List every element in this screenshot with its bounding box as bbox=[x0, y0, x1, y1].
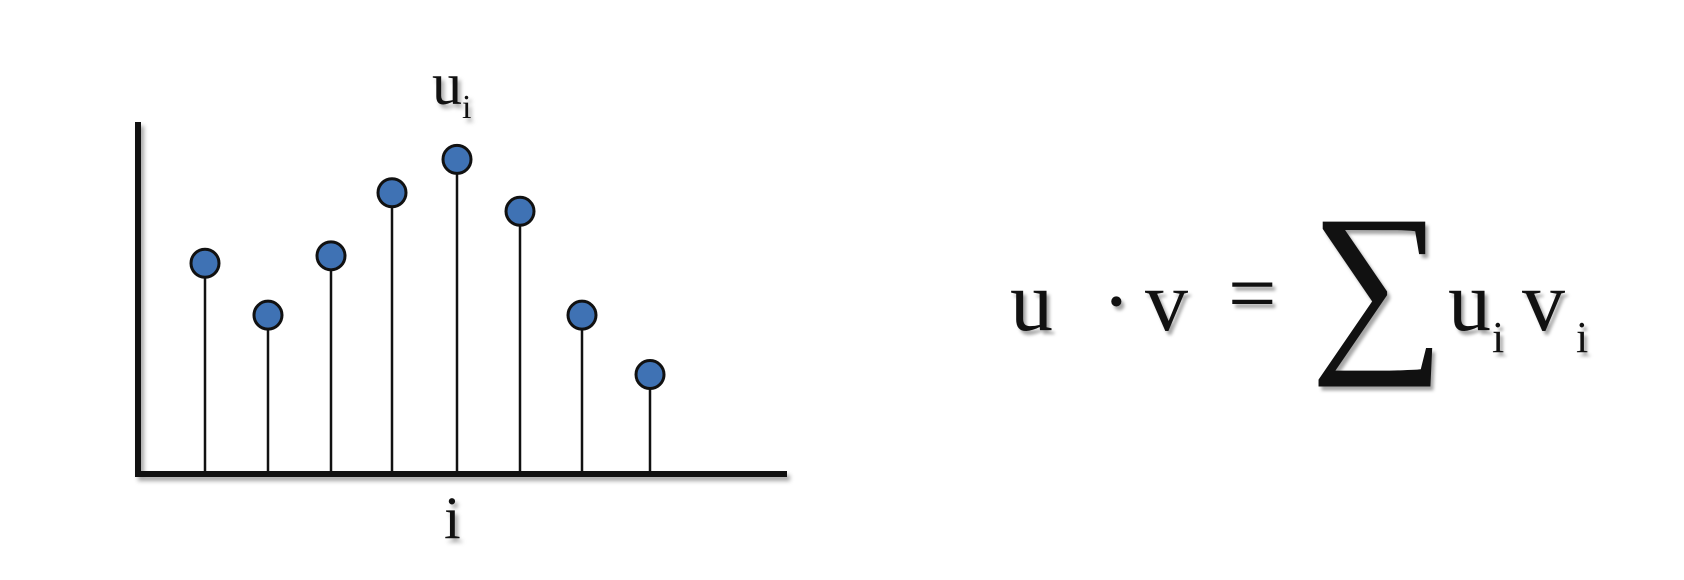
stem-plot-axes bbox=[135, 122, 787, 477]
equation-subscript-u: i bbox=[1492, 313, 1505, 362]
y-axis-label-main: u bbox=[432, 51, 462, 117]
sigma-icon: ∑ bbox=[1310, 178, 1446, 388]
y-axis-label-subscript: i bbox=[462, 89, 471, 126]
stem-marker bbox=[376, 177, 408, 209]
stem-marker bbox=[252, 299, 284, 331]
stem-marker bbox=[441, 143, 473, 175]
dot-product-equation: u · v = ∑ u i v i bbox=[1010, 180, 1670, 420]
stem-marker bbox=[634, 359, 666, 391]
stem-marker bbox=[504, 195, 536, 227]
equation-equals: = bbox=[1228, 245, 1277, 341]
equation-lhs-v: v bbox=[1145, 253, 1188, 349]
equation-lhs-u: u bbox=[1010, 253, 1053, 349]
stem-marker bbox=[566, 299, 598, 331]
stem-marker bbox=[189, 247, 221, 279]
y-axis-label: ui bbox=[432, 51, 471, 126]
equation-subscript-v: i bbox=[1576, 313, 1589, 362]
stem-plot: ui i bbox=[135, 51, 787, 551]
stem-marker bbox=[315, 240, 347, 272]
x-axis-label: i bbox=[444, 485, 461, 551]
equation-term-v: v bbox=[1522, 253, 1565, 349]
equation-dot: · bbox=[1102, 253, 1131, 349]
equation-term-u: u bbox=[1448, 253, 1491, 349]
stem-series bbox=[189, 143, 666, 471]
